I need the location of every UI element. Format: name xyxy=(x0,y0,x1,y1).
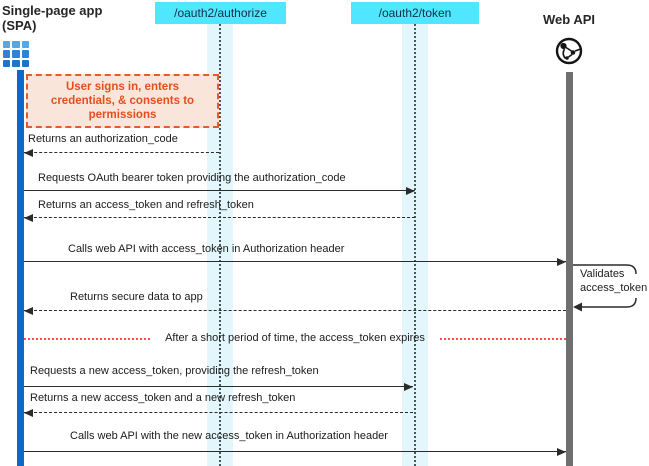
message-arrow xyxy=(24,152,219,153)
spa-lifeline xyxy=(17,70,24,466)
self-call-label: Validates access_token xyxy=(580,268,648,294)
message-arrow xyxy=(24,217,415,218)
message-label: Returns a new access_token and a new ref… xyxy=(30,392,296,404)
message-arrow xyxy=(24,451,566,452)
separator-label: After a short period of time, the access… xyxy=(165,332,425,344)
message-label: Requests a new access_token, providing t… xyxy=(30,365,319,377)
app-grid-icon xyxy=(3,41,29,67)
webapi-lifeline xyxy=(566,72,573,466)
message-arrow xyxy=(24,261,566,262)
webapi-actor-title: Web API xyxy=(542,12,595,27)
signin-note-text: User signs in, enters credentials, & con… xyxy=(50,81,195,121)
arrowhead-right-icon xyxy=(557,258,566,266)
signin-note: User signs in, enters credentials, & con… xyxy=(26,74,219,128)
arrowhead-right-icon xyxy=(406,187,415,195)
message-arrow xyxy=(24,386,413,387)
arrowhead-right-icon xyxy=(557,448,566,456)
message-arrow xyxy=(24,412,413,413)
arrowhead-left-icon xyxy=(24,307,33,315)
message-label: Returns secure data to app xyxy=(70,291,203,303)
token-endpoint-box: /oauth2/token xyxy=(351,2,479,24)
message-arrow xyxy=(24,310,566,311)
authorize-endpoint-label: /oauth2/authorize xyxy=(174,6,267,20)
message-label: Calls web API with access_token in Autho… xyxy=(68,243,345,255)
arrowhead-left-icon xyxy=(24,149,33,157)
separator-line xyxy=(24,338,150,340)
message-label: Calls web API with the new access_token … xyxy=(70,430,388,442)
authorize-lifeline xyxy=(219,24,221,466)
token-lifeline xyxy=(414,24,416,466)
message-label: Requests OAuth bearer token providing th… xyxy=(38,172,346,184)
arrowhead-left-icon xyxy=(24,214,33,222)
self-call-loop xyxy=(573,264,637,312)
arrowhead-left-icon xyxy=(24,409,33,417)
message-label: Returns an access_token and refresh_toke… xyxy=(38,199,254,211)
globe-icon xyxy=(555,37,583,65)
message-label: Returns an authorization_code xyxy=(28,133,178,145)
token-endpoint-label: /oauth2/token xyxy=(378,6,452,20)
authorize-endpoint-box: /oauth2/authorize xyxy=(155,2,286,24)
message-arrow xyxy=(24,190,415,191)
spa-actor-title: Single-page app (SPA) xyxy=(2,3,103,33)
arrowhead-right-icon xyxy=(404,383,413,391)
separator-line xyxy=(440,338,566,340)
